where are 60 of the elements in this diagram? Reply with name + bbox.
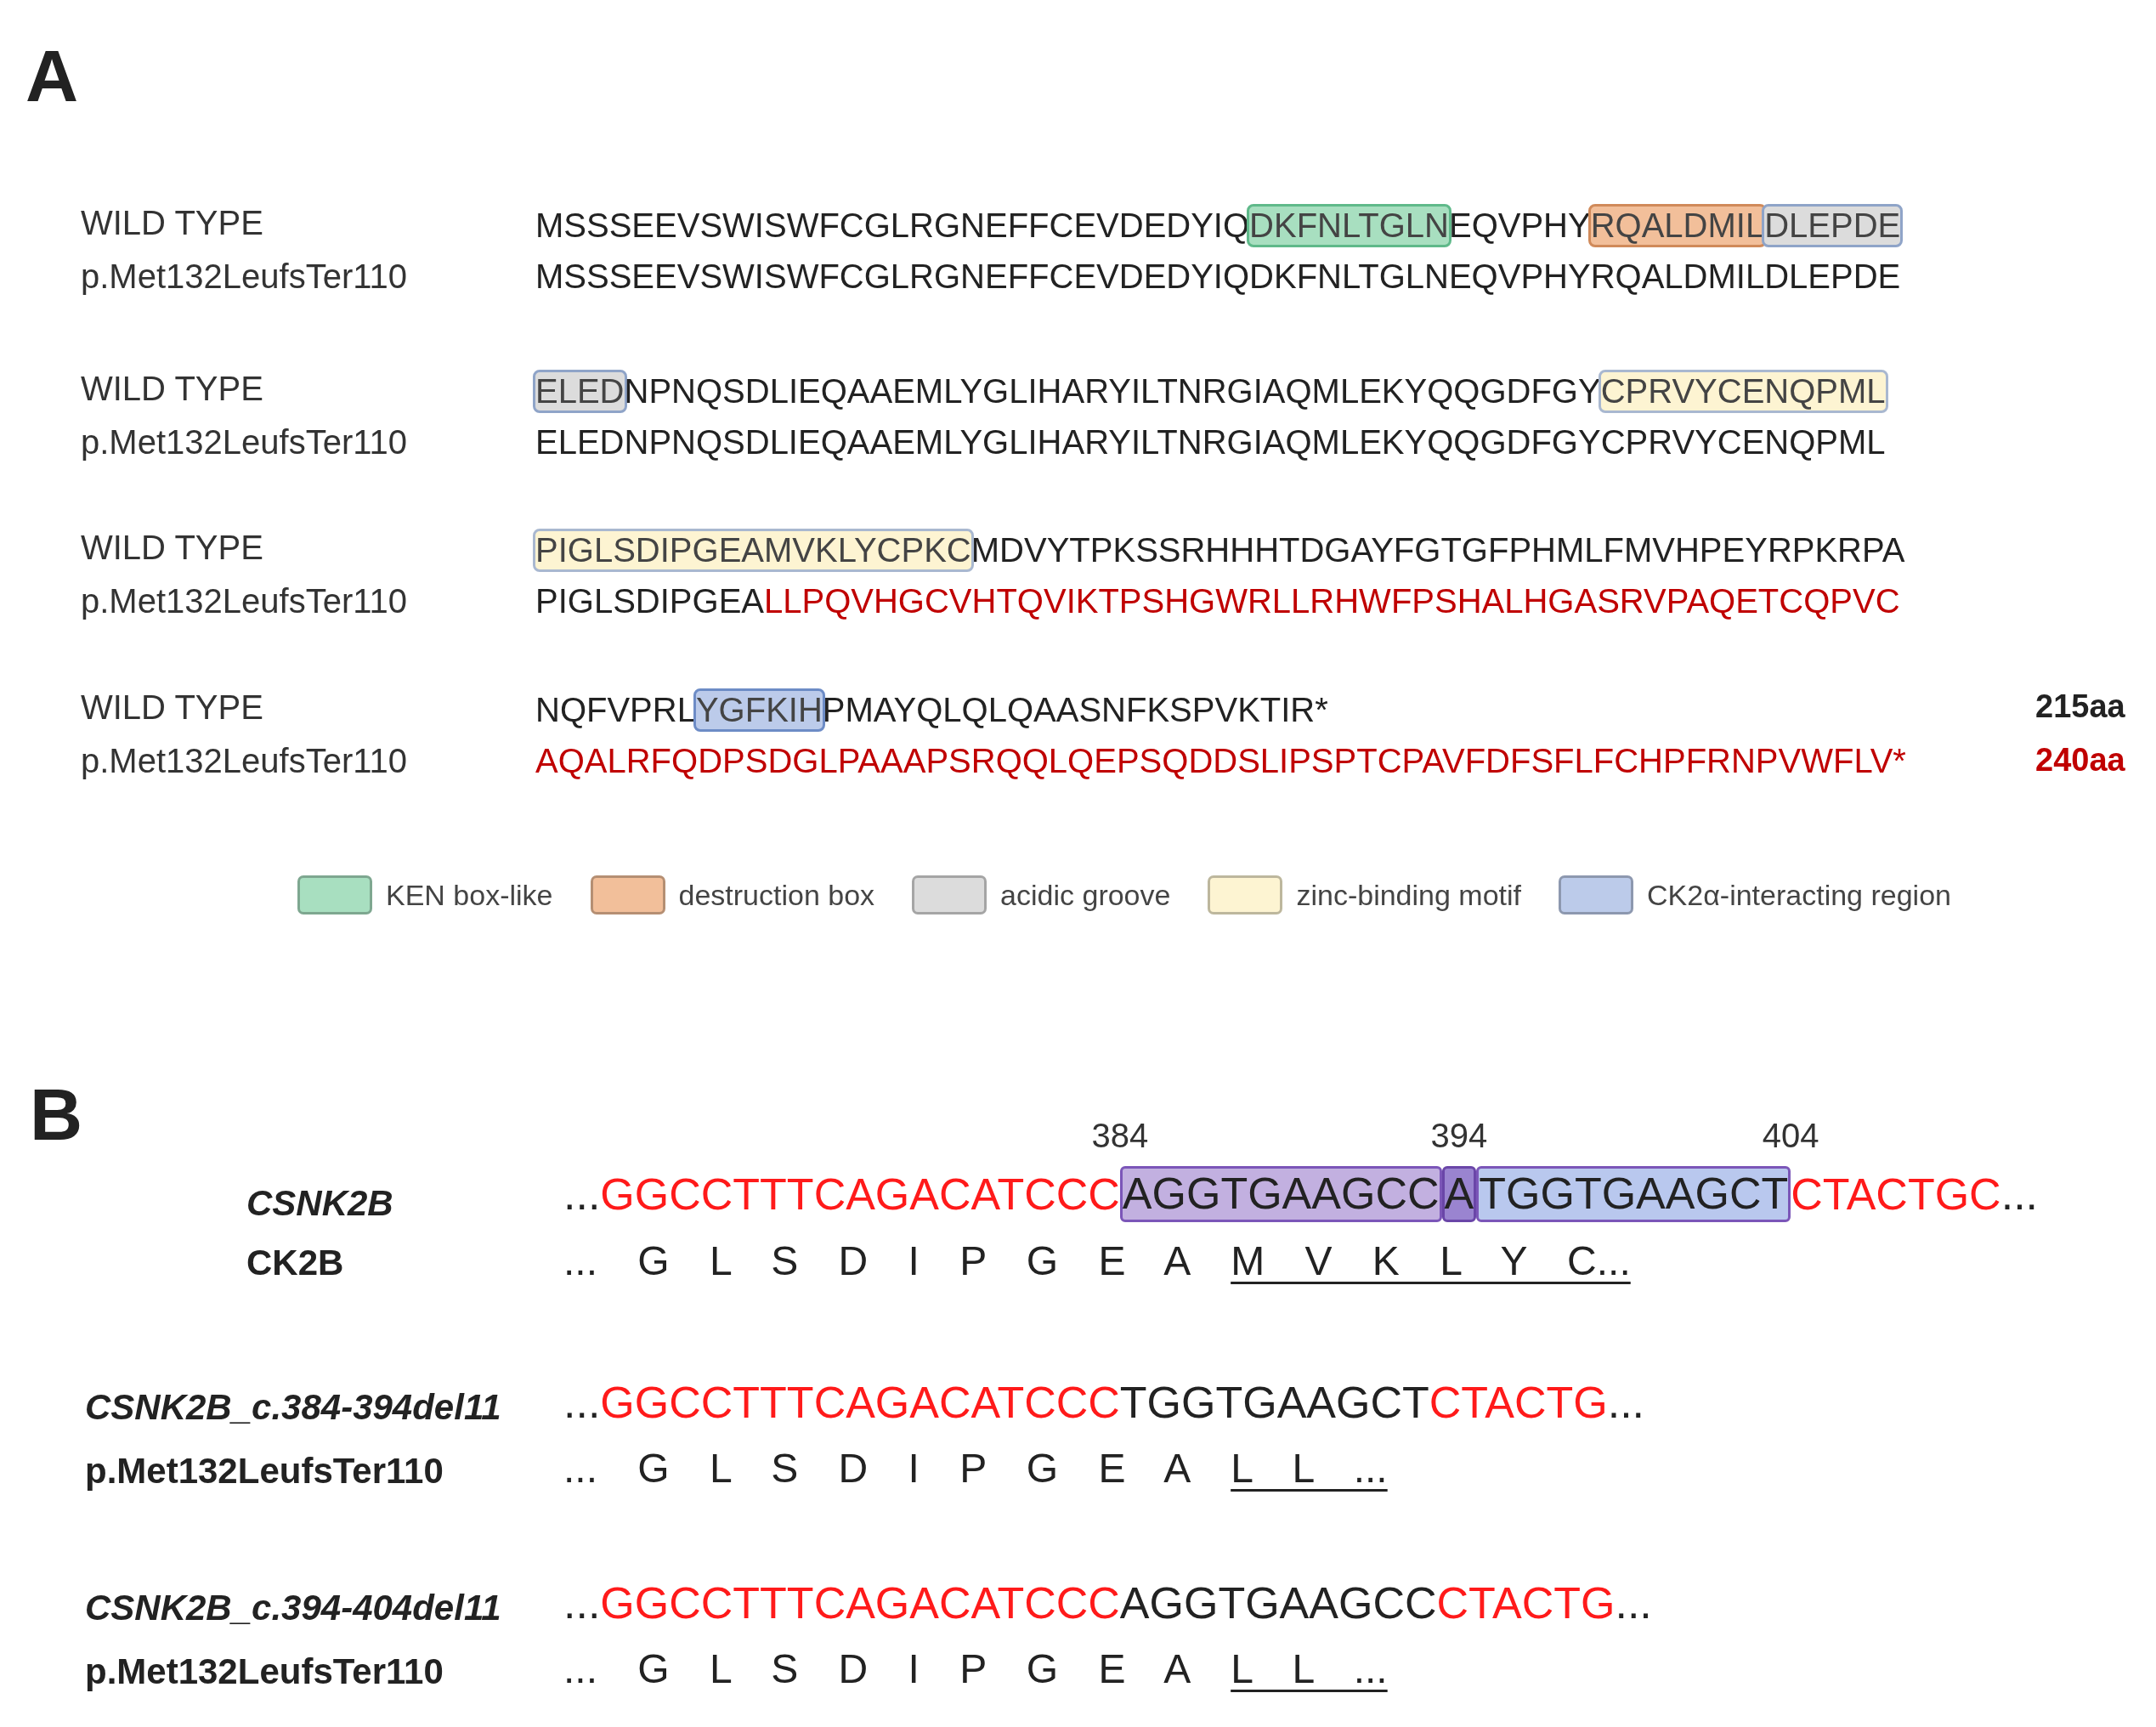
position-number: 394 (1430, 1117, 1488, 1155)
legend-label: acidic groove (1000, 878, 1171, 912)
row-label: p.Met132LeufsTer110 (81, 742, 407, 780)
sequence-text: GGCCTTTCAGACATCCC (600, 1377, 1120, 1428)
sequence-text: CTACTGC (1791, 1168, 2001, 1220)
motif-highlight: DLEPDE (1762, 204, 1904, 247)
sequence-text: ... (2000, 1168, 2039, 1220)
sequence-text: TGGTGAAGCT (1119, 1377, 1429, 1428)
sequence-text: ... (563, 1377, 601, 1428)
panel-letter: B (30, 1073, 83, 1157)
motif-highlight: CPRVYCENQPML (1598, 370, 1888, 413)
sequence-text: GGCCTTTCAGACATCCC (600, 1577, 1120, 1628)
legend-label: KEN box-like (386, 878, 553, 912)
row-label: p.Met132LeufsTer110 (81, 582, 407, 620)
sequence-text: ELEDNPNQSDLIEQAAEMLYGLIHARYILTNRGIAQMLEKYQQGDFGYCPRVYCENQPML (535, 423, 1886, 461)
motif-highlight: AGGTGAAGCC (1119, 1166, 1442, 1222)
amino-acid-sequence: L L ... (1231, 1645, 1388, 1692)
motif-highlight: DKFNLTGLN (1247, 204, 1451, 247)
gene-label: CSNK2B_c.384-394del11 (85, 1387, 501, 1428)
row-label: WILD TYPE (81, 204, 263, 242)
sequence-text: PIGLSDIPGEA (535, 582, 764, 620)
sequence-text: AGGTGAAGCC (1119, 1577, 1437, 1628)
panel-letter: A (25, 34, 79, 118)
row-label: p.Met132LeufsTer110 (81, 258, 407, 296)
amino-acid-sequence: ... G L S D I P G E A (563, 1237, 1191, 1284)
legend-label: CK2α-interacting region (1647, 878, 1951, 912)
protein-label: CK2B (246, 1243, 344, 1283)
sequence-text: CTACTG (1429, 1377, 1608, 1428)
length-label: 215aa (2035, 688, 2125, 725)
sequence-text: CTACTG (1436, 1577, 1616, 1628)
motif-highlight: PIGLSDIPGEAMVKLYCPKC (533, 529, 974, 572)
motif-highlight: TGGTGAAGCT (1476, 1166, 1791, 1222)
sequence-text: ... (1607, 1377, 1645, 1428)
amino-acid-sequence: L L ... (1231, 1445, 1388, 1492)
protein-label: p.Met132LeufsTer110 (85, 1451, 444, 1492)
row-label: p.Met132LeufsTer110 (81, 423, 407, 461)
motif-highlight: ELED (533, 370, 627, 413)
sequence-text: ... (1615, 1577, 1652, 1628)
sequence-text: ... (563, 1577, 601, 1628)
sequence-text: LLPQVHGCVHTQVIKTPSHGWRLLRHWFPSHALHGASRVPAQETCQPVC (764, 582, 1900, 620)
row-label: WILD TYPE (81, 529, 263, 567)
protein-label: p.Met132LeufsTer110 (85, 1651, 444, 1692)
gene-label: CSNK2B (246, 1183, 393, 1224)
gene-label: CSNK2B_c.394-404del11 (85, 1588, 501, 1628)
sequence-text: AQALRFQDPSDGLPAAAPSRQQLQEPSQDDSLIPSPTCPAVFDFSFLFCHPFRNPVWFLV* (535, 742, 1906, 780)
sequence-text: ... (563, 1168, 601, 1220)
row-label: WILD TYPE (81, 688, 263, 727)
position-number: 384 (1091, 1117, 1149, 1155)
legend-label: destruction box (678, 878, 875, 912)
motif-highlight: YGFKIH (693, 688, 825, 732)
row-label: WILD TYPE (81, 370, 263, 408)
position-number: 404 (1762, 1117, 1819, 1155)
legend-label: zinc-binding motif (1296, 878, 1521, 912)
amino-acid-sequence: ... G L S D I P G E A (563, 1445, 1191, 1492)
length-label: 240aa (2035, 742, 2125, 779)
motif-highlight: A (1441, 1166, 1477, 1222)
amino-acid-sequence: M V K L Y C... (1231, 1237, 1631, 1284)
sequence-text: MSSSEEVSWISWFCGLRGNEFFCEVDEDYIQDKFNLTGLNEQVPHYRQALDMILDLEPDE (535, 258, 1901, 296)
sequence-text: GGCCTTTCAGACATCCC (600, 1168, 1120, 1220)
amino-acid-sequence: ... G L S D I P G E A (563, 1645, 1191, 1692)
